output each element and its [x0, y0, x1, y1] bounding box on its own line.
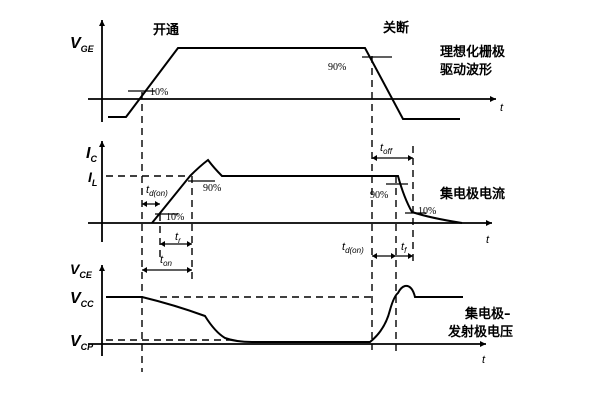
il-level-label: IL: [88, 169, 97, 188]
td-off-label: td(on): [342, 241, 364, 255]
tf-arrowhead: [408, 253, 413, 259]
ic-rise-10pct-label: 10%: [166, 212, 184, 223]
gate-voltage-panel: VGE 10% 90% 理想化栅极 驱动波形 t: [70, 20, 506, 122]
vce-time-label: t: [482, 354, 486, 366]
vge-waveform: [108, 47, 460, 120]
ic-rise-90pct-label: 90%: [203, 183, 221, 194]
turn-on-label: 开通: [153, 22, 179, 38]
toff-label: toff: [380, 142, 393, 156]
collector-current-caption: 集电极电流: [439, 186, 505, 202]
td-on-arrowheads: [142, 201, 160, 207]
gate-caption-line1: 理想化栅极: [440, 44, 506, 60]
ton-arrowheads: [142, 267, 192, 273]
gate-caption-line2: 驱动波形: [440, 62, 492, 78]
vcp-level-label: VCP: [70, 333, 94, 352]
td-off-arrowheads: [372, 253, 396, 259]
ic-axis-label: IC: [86, 145, 97, 164]
vge-10pct-label: 10%: [150, 87, 168, 98]
vce-waveform: [106, 284, 463, 343]
ic-waveform: [151, 158, 463, 224]
tf-label: tf: [401, 241, 407, 255]
vge-axis-label: VGE: [70, 35, 95, 54]
vce-caption-line1: 集电极–: [464, 306, 511, 322]
vce-axis-label: VCE: [70, 261, 93, 280]
toff-arrowheads: [372, 155, 413, 161]
ic-time-label: t: [486, 234, 490, 246]
td-on-label: td(on): [146, 184, 168, 198]
ic-fall-10pct-label: 10%: [418, 206, 436, 217]
vge-time-label: t: [500, 102, 504, 114]
vge-90pct-label: 90%: [328, 62, 346, 73]
vce-caption-line2: 发射极电压: [447, 324, 513, 340]
vcc-level-label: VCC: [70, 290, 94, 309]
timing-intervals: td(on) tr ton toff td(on) tf: [142, 142, 413, 273]
ic-fall-90pct-label: 90%: [370, 190, 388, 201]
turn-off-label: 关断: [383, 20, 409, 36]
collector-emitter-voltage-panel: VCE VCC VCP 集电极– 发射极电压 t: [70, 261, 513, 366]
timing-guides: [141, 56, 414, 372]
collector-current-panel: IC IL 10% 90% 90% 10% 集电极电流 t: [86, 141, 505, 246]
tr-label: tr: [175, 231, 181, 245]
ton-label: ton: [160, 254, 173, 268]
